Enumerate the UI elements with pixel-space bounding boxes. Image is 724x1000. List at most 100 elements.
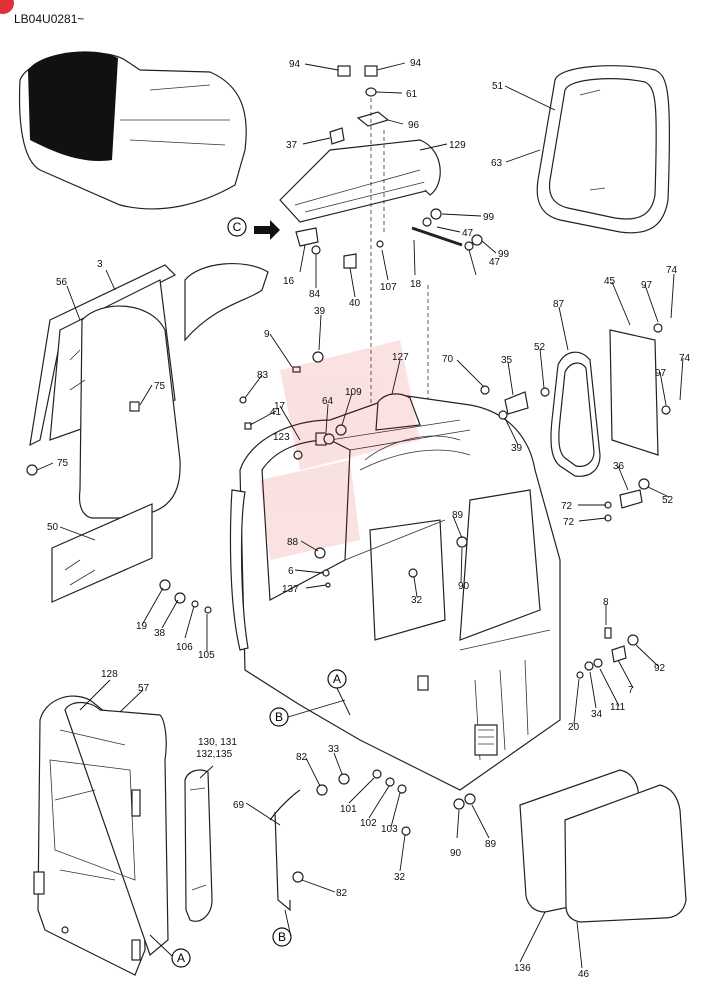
- part-label-6: 6: [288, 566, 294, 577]
- part-label-32a: 32: [411, 595, 423, 606]
- part-label-75a: 75: [154, 381, 166, 392]
- marker-b-upper: B: [269, 707, 289, 727]
- svg-text:A: A: [333, 672, 341, 686]
- part-label-89a: 89: [452, 510, 464, 521]
- leader-lines: [36, 62, 684, 969]
- part-label-83: 83: [257, 370, 269, 381]
- part-label-99b: 99: [498, 249, 510, 260]
- part-label-69: 69: [233, 800, 245, 811]
- part-label-107: 107: [380, 282, 397, 293]
- part-label-123: 123: [273, 432, 290, 443]
- part-label-128: 128: [101, 669, 118, 680]
- part-label-87: 87: [553, 299, 565, 310]
- svg-text:C: C: [233, 220, 242, 234]
- front-lower-glasses-part: [519, 769, 687, 923]
- part-label-75b: 75: [57, 458, 69, 469]
- part-label-97a: 97: [641, 280, 653, 291]
- part-label-19: 19: [136, 621, 148, 632]
- part-label-103: 103: [381, 824, 398, 835]
- part-label-45: 45: [604, 276, 616, 287]
- part-label-52b: 52: [662, 495, 674, 506]
- left-window-frame-part: [26, 262, 269, 519]
- marker-a-upper: A: [327, 669, 347, 689]
- part-label-32b: 32: [394, 872, 406, 883]
- part-label-37: 37: [286, 140, 298, 151]
- part-label-105: 105: [198, 650, 215, 661]
- small-hardware: [159, 351, 650, 883]
- roof-cover-part: [279, 139, 441, 223]
- part-label-50: 50: [47, 522, 59, 533]
- part-label-39b: 39: [511, 443, 523, 454]
- part-label-129: 129: [449, 140, 466, 151]
- part-label-51: 51: [492, 81, 504, 92]
- part-label-84: 84: [309, 289, 321, 300]
- part-label-46: 46: [578, 969, 590, 980]
- part-label-72a: 72: [561, 501, 573, 512]
- part-label-16: 16: [283, 276, 295, 287]
- part-label-39a: 39: [314, 306, 326, 317]
- seat-illustration: [18, 51, 247, 210]
- part-label-20: 20: [568, 722, 580, 733]
- part-label-52a: 52: [534, 342, 546, 353]
- part-label-82b: 82: [336, 888, 348, 899]
- part-label-90a: 90: [458, 581, 470, 592]
- svg-text:B: B: [275, 710, 283, 724]
- part-label-34: 34: [591, 709, 603, 720]
- part-label-35: 35: [501, 355, 513, 366]
- part-label-94a: 94: [289, 59, 301, 70]
- part-label-132-135: 132,135: [196, 749, 233, 760]
- part-label-109: 109: [345, 387, 362, 398]
- small-glass-part: [184, 769, 213, 922]
- part-label-96: 96: [408, 120, 420, 131]
- watermark-mark: [260, 340, 420, 560]
- part-label-36: 36: [613, 461, 625, 472]
- door-part: [33, 695, 169, 976]
- gas-strut-part: [411, 208, 483, 251]
- part-label-40: 40: [349, 298, 361, 309]
- part-label-38: 38: [154, 628, 166, 639]
- side-glass-part: [51, 503, 153, 603]
- part-label-47b: 47: [489, 257, 501, 268]
- part-label-9: 9: [264, 329, 270, 340]
- part-label-82a: 82: [296, 752, 308, 763]
- part-label-18: 18: [410, 279, 422, 290]
- doc-code: LB04U0281~: [14, 12, 85, 26]
- part-label-56: 56: [56, 277, 68, 288]
- part-label-94b: 94: [410, 58, 422, 69]
- part-label-3: 3: [97, 259, 103, 270]
- cab-frame-part: [229, 393, 561, 791]
- part-label-137: 137: [282, 584, 299, 595]
- part-label-136: 136: [514, 963, 531, 974]
- part-label-64: 64: [322, 396, 334, 407]
- part-label-74a: 74: [666, 265, 678, 276]
- top-fasteners: [329, 65, 390, 145]
- part-label-97b: 97: [655, 368, 667, 379]
- part-label-101: 101: [340, 804, 357, 815]
- part-label-7: 7: [628, 685, 634, 696]
- part-label-111: 111: [610, 702, 626, 713]
- svg-text:A: A: [177, 951, 185, 965]
- part-label-33: 33: [328, 744, 340, 755]
- part-label-57: 57: [138, 683, 150, 694]
- part-label-74b: 74: [679, 353, 691, 364]
- part-label-41: 41: [270, 407, 282, 418]
- part-label-90b: 90: [450, 848, 462, 859]
- view-c-arrow: [254, 220, 280, 240]
- part-label-61: 61: [406, 89, 418, 100]
- marker-a-lower: A: [171, 948, 191, 968]
- part-label-106: 106: [176, 642, 193, 653]
- part-label-89b: 89: [485, 839, 497, 850]
- corner-badge: [0, 0, 14, 14]
- part-label-63: 63: [491, 158, 503, 169]
- part-label-130-131: 130, 131: [198, 737, 237, 748]
- part-number-labels: 94 94 61 96 37 129 51 63 99 47 47 99 18 …: [47, 58, 691, 980]
- part-label-127: 127: [392, 352, 409, 363]
- marker-b-lower: B: [272, 927, 292, 947]
- part-label-8: 8: [603, 597, 609, 608]
- marker-c: C: [227, 217, 247, 237]
- latch-brackets: [295, 227, 384, 269]
- svg-text:B: B: [278, 930, 286, 944]
- part-label-92: 92: [654, 663, 666, 674]
- rear-window-part: [536, 65, 671, 234]
